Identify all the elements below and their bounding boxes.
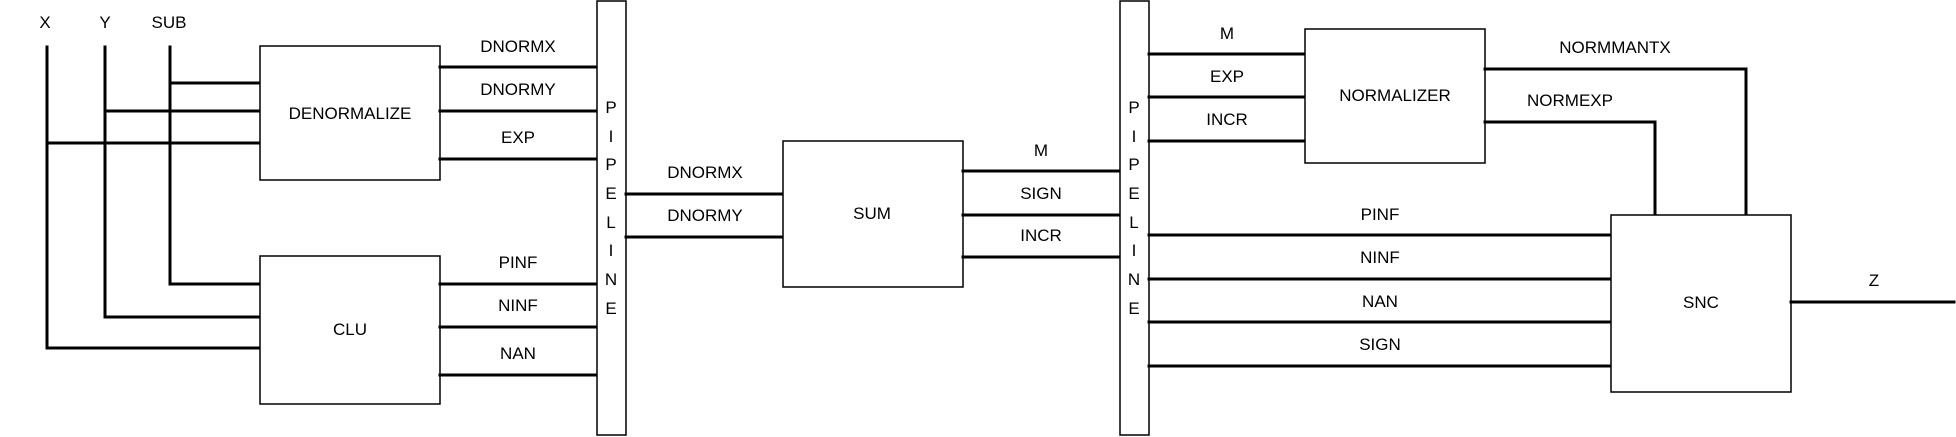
sum-block bbox=[782, 140, 964, 288]
label-sum-sign: SIGN bbox=[1020, 184, 1062, 203]
denormalize-block bbox=[259, 45, 441, 181]
label-norm-incr: INCR bbox=[1206, 110, 1248, 129]
normalizer-block bbox=[1304, 28, 1486, 164]
input-label-sub: SUB bbox=[152, 13, 187, 32]
label-norm-exp: EXP bbox=[1210, 67, 1244, 86]
label-sum-in-dnormy: DNORMY bbox=[667, 206, 743, 225]
pipeline-2-letter: P bbox=[1128, 98, 1139, 117]
wire-normexp bbox=[1483, 120, 1657, 217]
pipeline-1-letter: L bbox=[606, 213, 615, 232]
label-snc-pinf: PINF bbox=[1361, 205, 1400, 224]
label-denorm-dnormy: DNORMY bbox=[480, 80, 556, 99]
label-normexp: NORMEXP bbox=[1527, 91, 1613, 110]
clu-block bbox=[259, 255, 441, 405]
wire-normmantx bbox=[1483, 67, 1748, 217]
label-sum-m: M bbox=[1034, 141, 1048, 160]
snc-block bbox=[1610, 214, 1792, 393]
pipeline-1-letter: E bbox=[605, 299, 616, 318]
label-normmantx: NORMMANTX bbox=[1559, 38, 1670, 57]
label-clu-nan: NAN bbox=[500, 344, 536, 363]
pipeline-1-letter: I bbox=[609, 241, 614, 260]
pipeline-1-letter: P bbox=[605, 155, 616, 174]
label-clu-pinf: PINF bbox=[499, 253, 538, 272]
pipeline-1-letter: P bbox=[605, 98, 616, 117]
wire-x-to-clu bbox=[45, 45, 262, 350]
snc-label: SNC bbox=[1683, 293, 1719, 312]
label-clu-ninf: NINF bbox=[498, 296, 538, 315]
label-denorm-dnormx: DNORMX bbox=[480, 37, 556, 56]
denormalize-label: DENORMALIZE bbox=[289, 104, 412, 123]
pipeline-1-letter: N bbox=[605, 270, 617, 289]
output-label-z: Z bbox=[1869, 271, 1879, 290]
pipeline-2-letter: N bbox=[1128, 270, 1140, 289]
normalizer-label: NORMALIZER bbox=[1339, 86, 1450, 105]
label-snc-ninf: NINF bbox=[1360, 248, 1400, 267]
pipeline-2-letter: I bbox=[1132, 241, 1137, 260]
input-label-y: Y bbox=[99, 13, 110, 32]
pipeline-2-letter: E bbox=[1128, 299, 1139, 318]
pipeline-register-2 bbox=[1119, 0, 1150, 436]
pipeline-2-letter: E bbox=[1128, 184, 1139, 203]
label-sum-incr: INCR bbox=[1020, 226, 1062, 245]
label-snc-nan: NAN bbox=[1362, 292, 1398, 311]
label-snc-sign: SIGN bbox=[1359, 335, 1401, 354]
wire-sub-to-clu bbox=[168, 45, 262, 286]
label-norm-m: M bbox=[1220, 24, 1234, 43]
clu-label: CLU bbox=[333, 320, 367, 339]
sum-label: SUM bbox=[853, 204, 891, 223]
pipeline-1-letter: I bbox=[609, 127, 614, 146]
pipeline-2-letter: I bbox=[1132, 127, 1137, 146]
pipeline-1-letter: E bbox=[605, 184, 616, 203]
input-label-x: X bbox=[39, 13, 50, 32]
pipeline-2-letter: P bbox=[1128, 155, 1139, 174]
label-sum-in-dnormx: DNORMX bbox=[667, 163, 743, 182]
label-denorm-exp: EXP bbox=[501, 128, 535, 147]
pipeline-register-1 bbox=[596, 0, 627, 436]
pipeline-2-letter: L bbox=[1129, 213, 1138, 232]
pipeline-2-letters: P I P E L I N E bbox=[1128, 98, 1140, 318]
wire-y-to-clu bbox=[103, 45, 262, 319]
pipeline-1-letters: P I P E L I N E bbox=[605, 98, 617, 318]
